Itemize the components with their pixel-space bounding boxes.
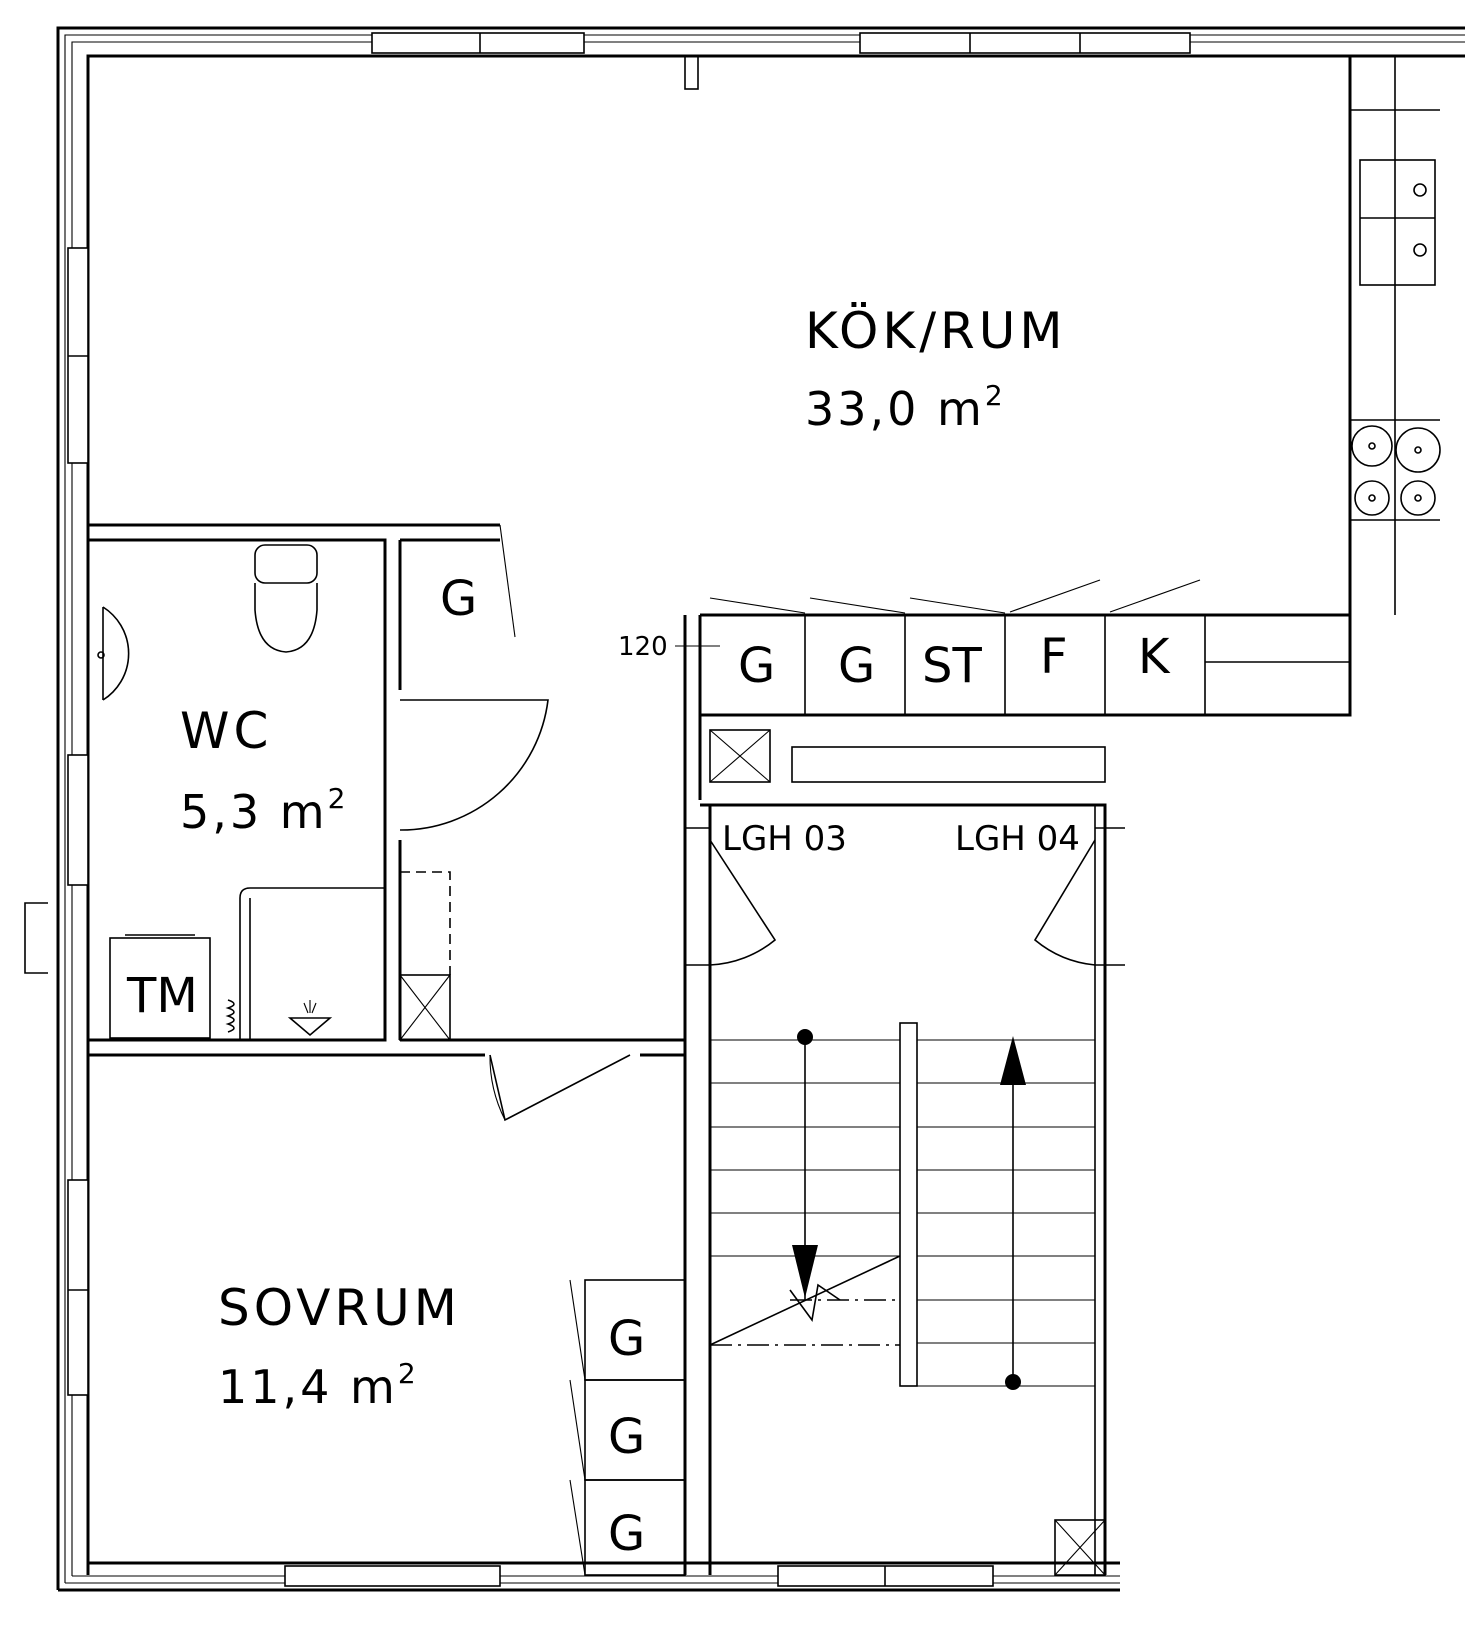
wc-fixtures: [97, 544, 385, 1040]
towel-heater-icon: [225, 999, 235, 1033]
bedroom-closet-label: G: [608, 1409, 645, 1465]
wc-closet-label: G: [440, 571, 477, 627]
room-area-wc: 5,3 m2: [180, 782, 348, 839]
room-name-wc: WC: [180, 702, 272, 760]
toilet: [254, 544, 318, 653]
bedroom-closet-label: G: [608, 1311, 645, 1367]
dimension-label: 120: [618, 632, 668, 662]
windows: [24, 32, 1191, 1587]
room-area-bedroom: 11,4 m2: [218, 1357, 419, 1414]
room-name-kitchen: KÖK/RUM: [805, 302, 1067, 360]
room-area-kitchen: 33,0 m2: [805, 379, 1006, 436]
kitchen-unit-label: ST: [922, 638, 982, 694]
kitchen-unit-label: G: [838, 638, 875, 694]
laundry-label: TM: [126, 968, 198, 1024]
labels: KÖK/RUM 33,0 m2 WC 5,3 m2 SOVRUM 11,4 m2…: [126, 302, 1171, 1562]
stairs: [709, 1022, 1095, 1390]
room-name-bedroom: SOVRUM: [218, 1279, 461, 1337]
doors: [399, 699, 1125, 1122]
washing-machine: [109, 937, 211, 1039]
apartment-label-left: LGH 03: [722, 819, 847, 859]
floor-drain: [287, 1000, 333, 1037]
stove: [1351, 425, 1441, 516]
shafts: [399, 729, 1106, 1576]
bedroom-closet-label: G: [608, 1506, 645, 1562]
washbasin: [102, 606, 130, 701]
apartment-label-right: LGH 04: [955, 819, 1080, 859]
kitchen-unit-label: F: [1040, 629, 1068, 685]
kitchen-unit-label: K: [1138, 629, 1171, 685]
bedroom-closets: [569, 1279, 686, 1576]
kitchen-fittings: [499, 56, 1441, 715]
sink: [1359, 159, 1436, 286]
kitchen-unit-label: G: [738, 638, 775, 694]
outer-walls: [56, 26, 1465, 1592]
